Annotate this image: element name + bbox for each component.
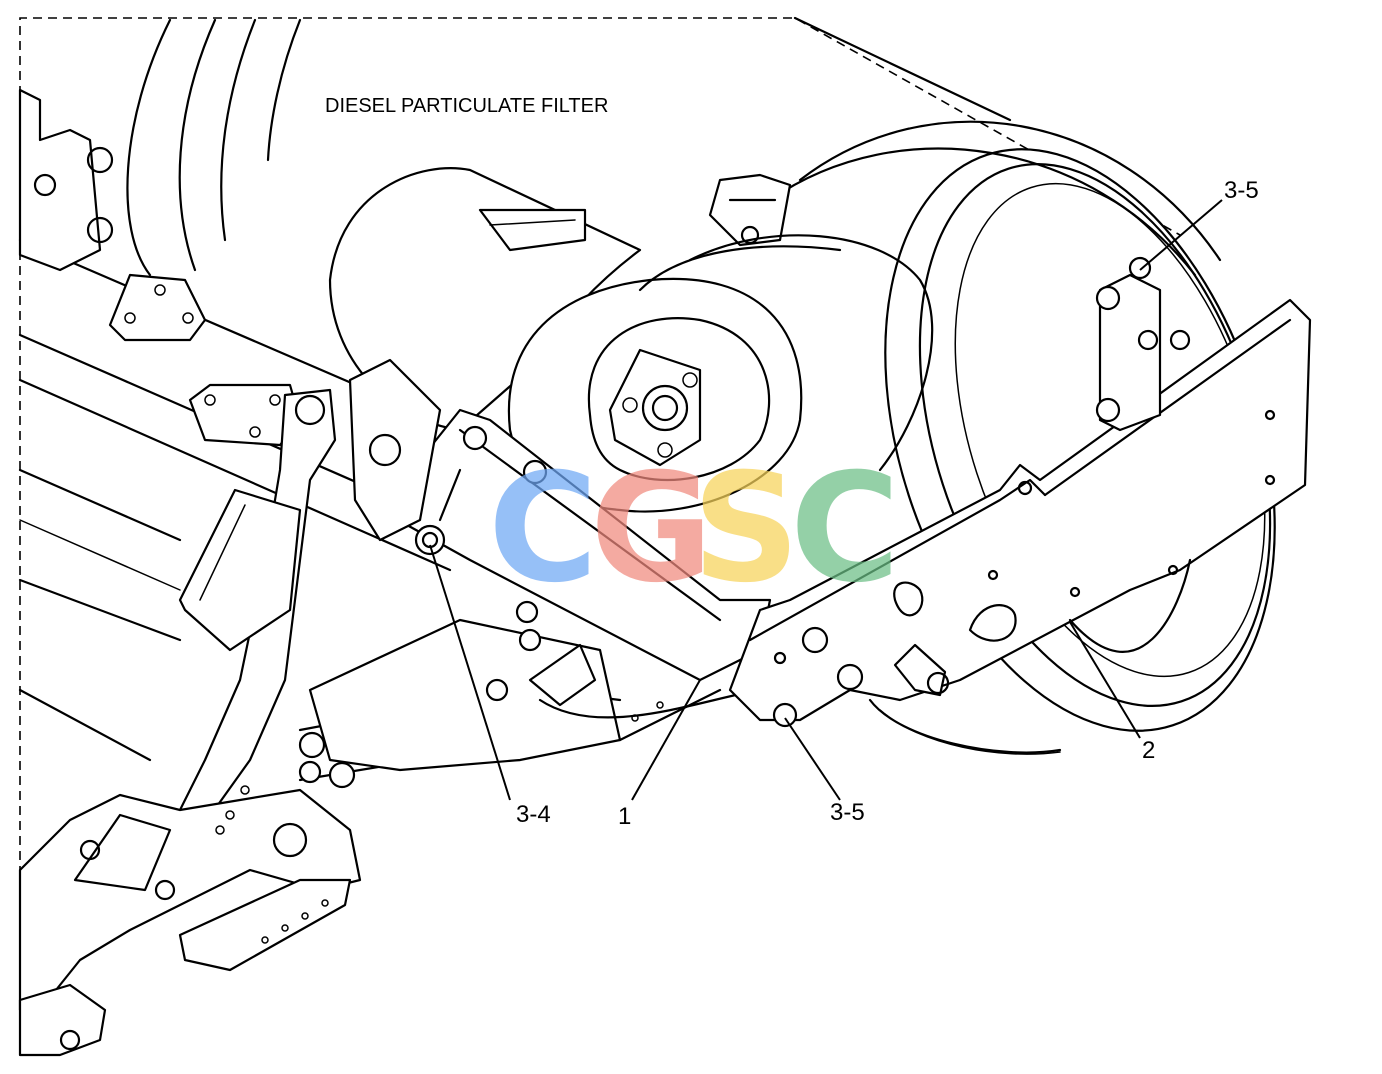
leader-lines (429, 199, 1223, 801)
callout-2: 2 (1142, 737, 1155, 764)
machine-frame (18, 18, 762, 1057)
callout-1: 1 (618, 803, 631, 830)
watermark: C G S C (488, 442, 900, 616)
callout-3-4: 3-4 (516, 801, 551, 828)
leader-1 (631, 679, 701, 801)
watermark-letter-4: C (790, 442, 900, 616)
diagram-title: DIESEL PARTICULATE FILTER (325, 95, 608, 117)
watermark-letter-2: G (590, 442, 713, 616)
view-boundary (19, 17, 1181, 1055)
leader-2 (1069, 621, 1141, 739)
watermark-letter-1: C (488, 442, 598, 616)
leader-3-5-top (1139, 199, 1223, 271)
leader-3-4 (429, 544, 511, 801)
watermark-letter-3: S (692, 442, 800, 616)
callout-3-5-top: 3-5 (1224, 177, 1259, 204)
leader-3-5-bottom (784, 717, 841, 801)
part-1-strap (348, 358, 772, 682)
part-2-mounting-bracket (728, 256, 1312, 755)
callout-3-5-bottom: 3-5 (830, 799, 865, 826)
